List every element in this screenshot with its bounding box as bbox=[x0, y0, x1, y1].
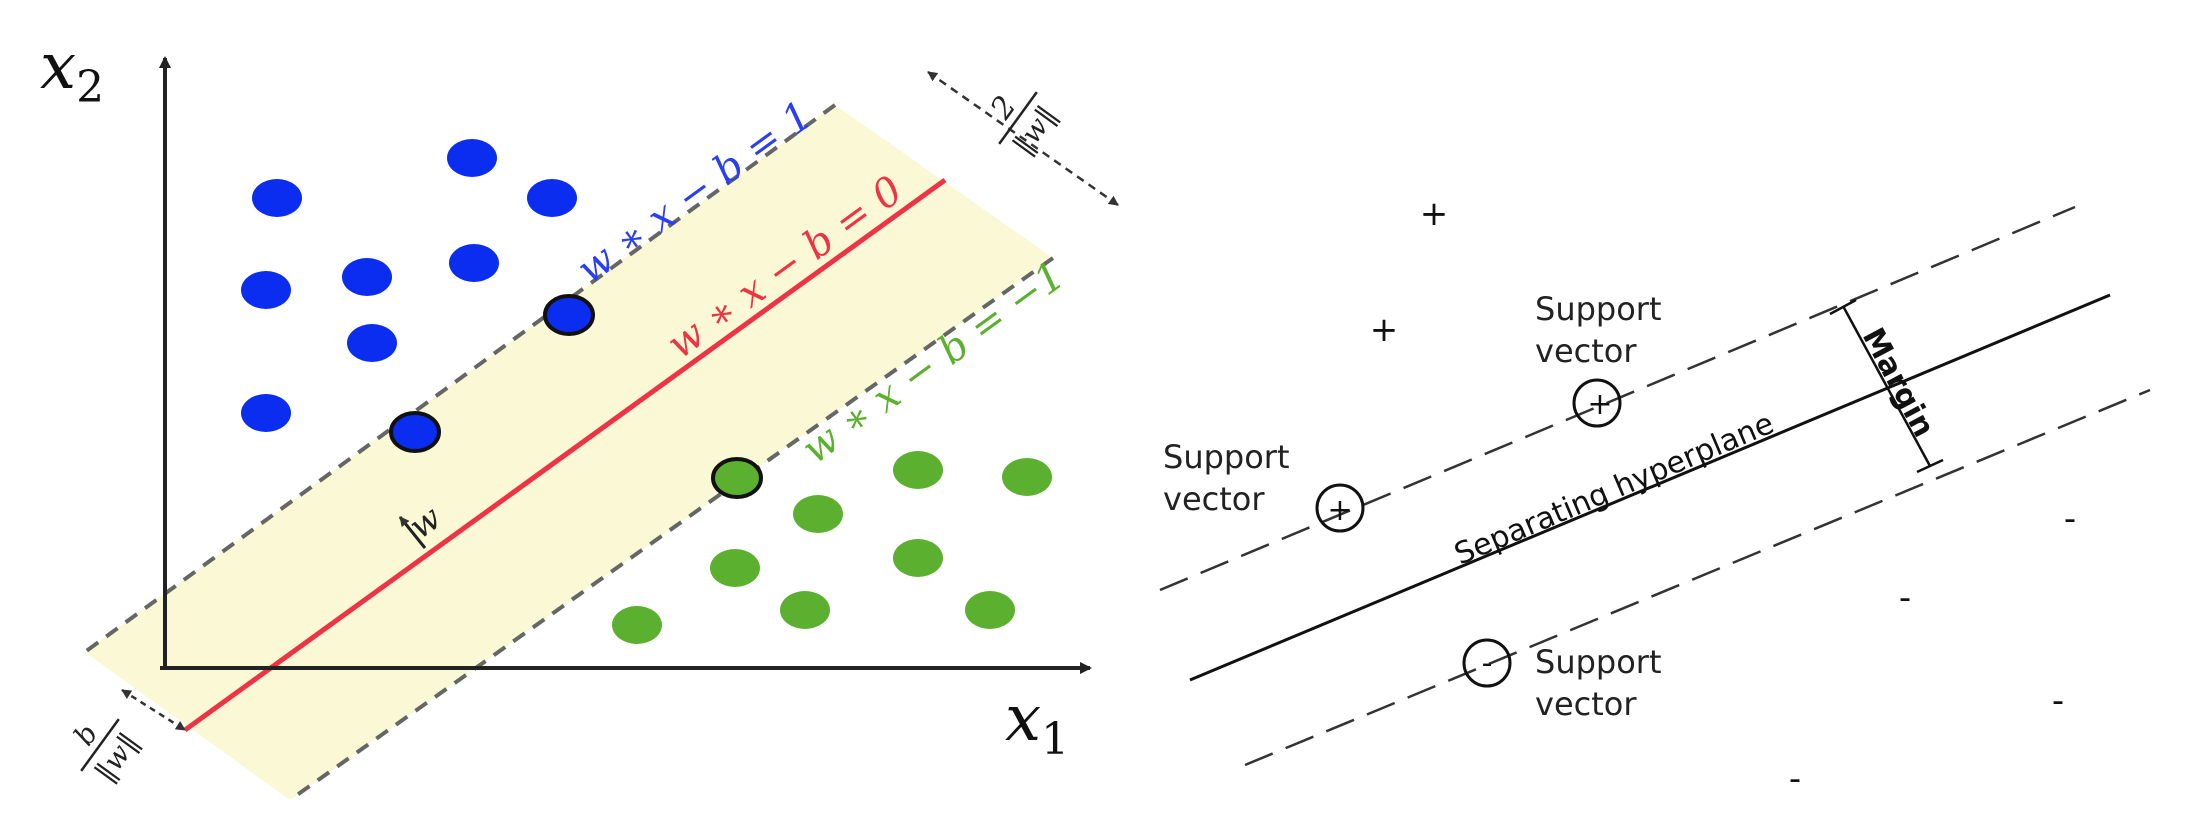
margin-width-numerator: 2 bbox=[983, 90, 1023, 127]
negative-sample: - bbox=[2064, 499, 2076, 539]
negative-sample: - bbox=[2052, 681, 2064, 721]
positive-sample: + bbox=[1420, 194, 1449, 234]
positive-support-vector bbox=[543, 294, 595, 336]
positive-point bbox=[447, 139, 497, 177]
negative-point bbox=[793, 495, 843, 533]
upper-margin-line-right bbox=[1159, 205, 2076, 592]
negative-support-vector bbox=[711, 457, 763, 499]
positive-support-vectors bbox=[389, 294, 595, 453]
negative-class-points bbox=[612, 451, 1052, 644]
left-panel: x2 x1 w ∗ x − b = 1 w ∗ x − b = 0 w ∗ x … bbox=[40, 30, 1119, 802]
negative-point bbox=[710, 549, 760, 587]
right-panel: Margin Separating hyperplane + + - - - -… bbox=[1159, 194, 2151, 799]
positive-point bbox=[342, 258, 392, 296]
positive-point bbox=[347, 324, 397, 362]
negative-point bbox=[893, 451, 943, 489]
margin-label: Margin bbox=[1855, 322, 1941, 443]
svg-text:+: + bbox=[1587, 387, 1612, 422]
svg-text:+: + bbox=[1327, 493, 1352, 528]
lower-margin-line-right bbox=[1244, 388, 2151, 767]
positive-point bbox=[252, 179, 302, 217]
support-vector-left: + Support vector bbox=[1163, 438, 1365, 533]
separating-hyperplane-label: Separating hyperplane bbox=[1449, 406, 1779, 572]
positive-point bbox=[527, 179, 577, 217]
support-vector-top-label: Support vector bbox=[1535, 290, 1672, 370]
negative-point bbox=[893, 539, 943, 577]
positive-point bbox=[241, 271, 291, 309]
margin-width-indicator: 2 ‖w‖ bbox=[927, 70, 1119, 207]
positive-support-vector bbox=[389, 411, 441, 453]
positive-point bbox=[241, 394, 291, 432]
positive-class-points bbox=[241, 139, 577, 432]
separating-hyperplane-line bbox=[1189, 293, 2111, 682]
support-vector-bottom-label: Support vector bbox=[1535, 643, 1672, 723]
negative-sample: - bbox=[1789, 759, 1801, 799]
svg-text:-: - bbox=[1482, 646, 1493, 681]
positive-sample: + bbox=[1370, 310, 1399, 350]
support-vector-bottom: - Support vector bbox=[1462, 638, 1672, 723]
lower-margin-line bbox=[288, 256, 1055, 802]
support-vector-left-label: Support vector bbox=[1163, 438, 1300, 518]
negative-point bbox=[1002, 458, 1052, 496]
negative-point bbox=[612, 606, 662, 644]
margin-bracket bbox=[1829, 298, 1944, 474]
negative-point bbox=[965, 591, 1015, 629]
negative-point bbox=[780, 591, 830, 629]
upper-margin-line bbox=[83, 103, 837, 654]
support-vector-top: + Support vector bbox=[1535, 290, 1672, 428]
x-axis-label: x1 bbox=[1005, 682, 1069, 765]
negative-sample: - bbox=[1899, 578, 1911, 618]
positive-point bbox=[449, 244, 499, 282]
y-axis-label: x2 bbox=[40, 30, 104, 113]
hyperplane-line bbox=[183, 177, 947, 733]
